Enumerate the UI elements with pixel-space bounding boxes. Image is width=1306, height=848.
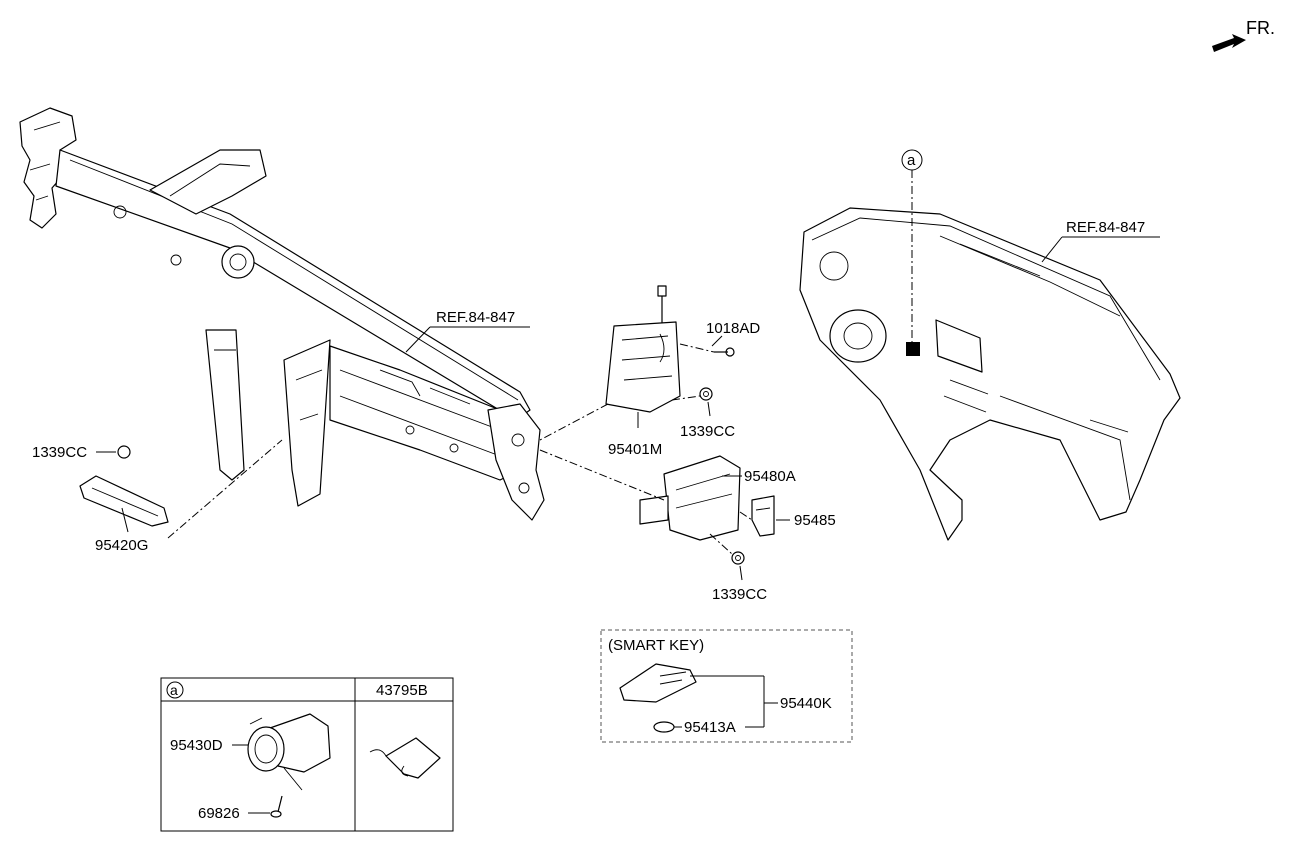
front-direction-label: FR. (1246, 18, 1275, 38)
callout-a-letter: a (907, 152, 916, 169)
module-95480A-drawing (639, 455, 775, 565)
cowl-cross-bar-drawing (19, 107, 545, 521)
leader-1339CC-bottom (739, 565, 743, 581)
start-stop-switch-drawing (247, 713, 331, 818)
label-95485: 95485 (794, 512, 836, 529)
label-1339CC-bottom: 1339CC (712, 586, 767, 603)
table-col2-header: 43795B (376, 682, 428, 699)
dash-ref-label: REF.84-847 (1066, 219, 1145, 236)
pad-43795B-drawing (369, 737, 441, 779)
table-box (160, 677, 454, 832)
smart-key-fob-drawing (619, 663, 697, 733)
label-95401M: 95401M (608, 441, 662, 458)
dash-1339CC-top (671, 395, 701, 401)
leader-1018AD (711, 335, 723, 347)
label-69826: 69826 (198, 805, 240, 822)
label-95430D: 95430D (170, 737, 223, 754)
dash-95420G-to-frame (167, 439, 283, 539)
label-1339CC-left: 1339CC (32, 444, 87, 461)
table-col1-header: a (170, 682, 178, 698)
dash-95480A-to-frame (539, 449, 665, 501)
table-callout-a-circle (166, 681, 184, 699)
start-button-location-marker (906, 342, 920, 356)
label-95440K: 95440K (780, 695, 832, 712)
dash-1018AD (679, 343, 715, 353)
label-1339CC-top: 1339CC (680, 423, 735, 440)
frame-ref-leader (405, 326, 431, 353)
leader-95420G (121, 507, 129, 533)
frame-ref-label: REF.84-847 (436, 309, 515, 326)
front-direction-arrow-icon (1212, 34, 1246, 52)
leader-1339CC-top (707, 401, 711, 417)
module-95401M-drawing (605, 285, 735, 413)
dash-ref-leader (1041, 236, 1063, 263)
label-95420G: 95420G (95, 537, 148, 554)
dash-1339CC-bottom (709, 533, 733, 555)
label-95413A: 95413A (684, 719, 736, 736)
label-1018AD: 1018AD (706, 320, 760, 337)
dashboard-drawing (799, 207, 1181, 541)
dash-95401M-to-frame (539, 403, 609, 441)
bracket-95420G-drawing (79, 445, 169, 527)
smart-key-title: (SMART KEY) (608, 637, 704, 654)
dash-95485 (739, 511, 753, 521)
label-95480A: 95480A (744, 468, 796, 485)
